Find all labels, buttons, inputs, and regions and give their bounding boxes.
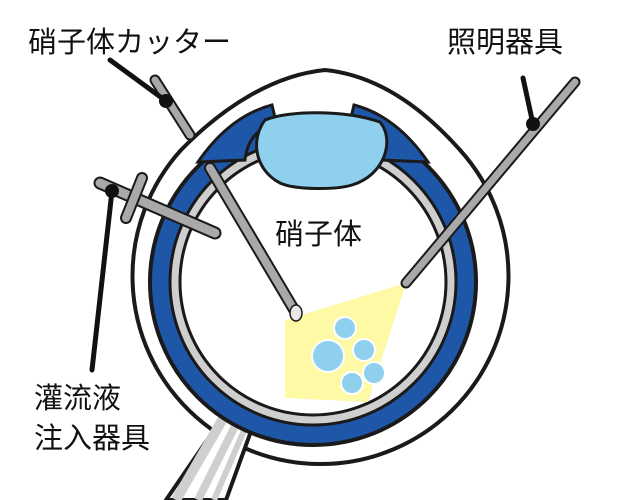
infusion-cannula-instrument [93, 172, 222, 240]
ciliary-body-left [195, 103, 278, 164]
infusion-label-line2: 注入器具 [34, 421, 150, 455]
infusion-label-line1: 灌流液 [34, 381, 121, 415]
vitreous-opacities [311, 316, 386, 395]
vitreous-label: 硝子体 [275, 217, 362, 251]
vitreous-cutter-instrument [149, 74, 303, 322]
illuminator-label: 照明器具 [447, 25, 563, 59]
cutter-label: 硝子体カッター [28, 25, 231, 59]
illuminator-leader-line [520, 75, 540, 131]
infusion-leader-line [89, 184, 119, 373]
illuminator-instrument [400, 76, 581, 289]
lens [255, 111, 389, 191]
cutter-leader-line [107, 57, 173, 108]
